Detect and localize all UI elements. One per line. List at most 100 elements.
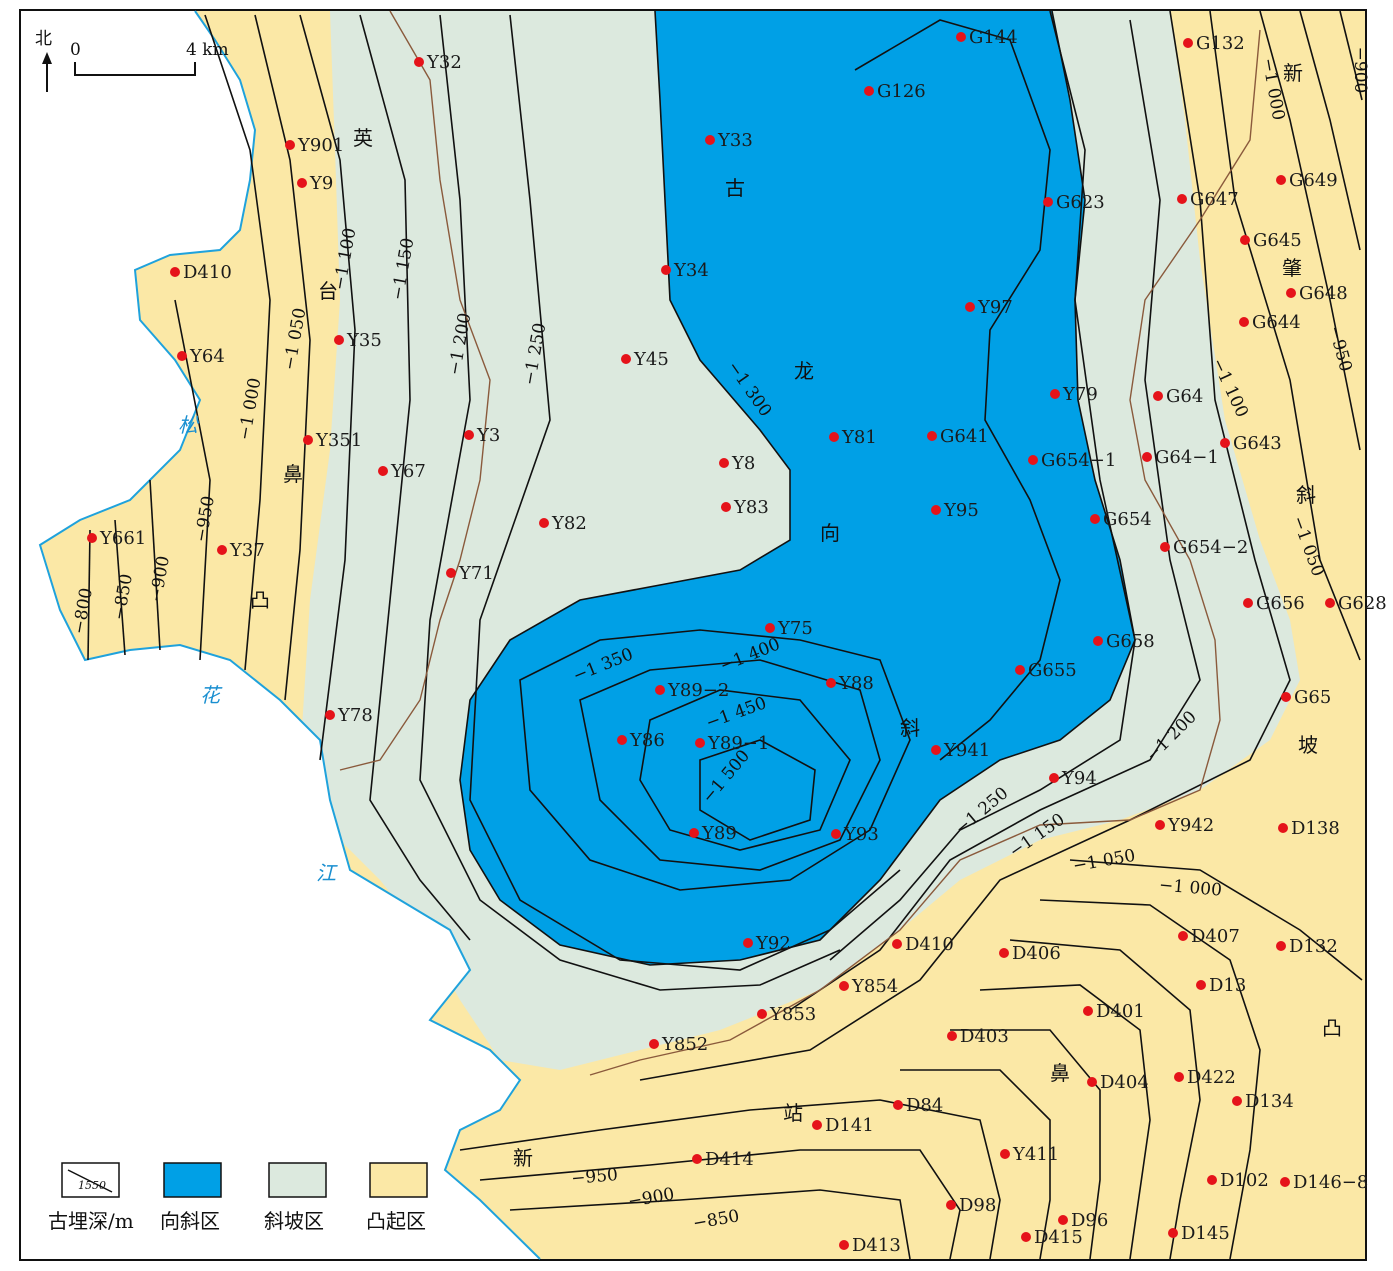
contour-label-c950b: −950 [570,1165,618,1189]
well-label: G656 [1256,593,1305,614]
well-dot [1178,931,1188,941]
well-dot [325,710,335,720]
well-marker: G658 [1093,631,1155,652]
well-marker: D404 [1087,1072,1149,1093]
well-dot [655,685,665,695]
well-marker: Y86 [617,730,665,751]
well-dot [1058,1215,1068,1225]
syncline-zone [460,11,1135,965]
well-dot [539,518,549,528]
well-dot [721,502,731,512]
well-label: G644 [1252,312,1301,333]
well-marker: Y64 [177,346,225,367]
well-marker: Y88 [826,673,874,694]
well-dot [1050,389,1060,399]
well-label: D98 [959,1195,996,1216]
region-label-xin1: 新 [1283,61,1303,85]
well-marker: G649 [1276,170,1338,191]
well-marker: G654 [1090,509,1152,530]
well-label: Y32 [426,52,462,73]
well-label: Y901 [297,135,344,156]
well-dot [689,828,699,838]
well-label: Y89−1 [707,733,769,754]
well-dot [303,435,313,445]
well-dot [1243,598,1253,608]
well-label: D410 [905,934,954,955]
well-marker: G126 [864,81,926,102]
well-label: Y37 [229,540,265,561]
well-label: Y34 [673,260,709,281]
well-dot [1142,452,1152,462]
legend-slope: 斜坡区 [264,1162,327,1233]
well-label: Y86 [629,730,665,751]
well-dot [956,32,966,42]
region-label-gu: 古 [725,176,745,200]
well-dot [1281,692,1291,702]
wells: Y32Y901Y9D410Y35Y64Y351Y67Y661Y37Y3Y71Y7… [87,27,1387,1256]
well-marker: D146−8 [1280,1172,1368,1193]
well-label: G654 [1103,509,1152,530]
well-label: Y9 [309,173,333,194]
well-dot [661,265,671,275]
well-dot [864,86,874,96]
river-bank [38,10,541,1260]
well-marker: D84 [893,1095,943,1116]
well-dot [1155,820,1165,830]
well-dot [1028,455,1038,465]
well-label: Y67 [390,461,426,482]
well-label: Y81 [841,427,877,448]
region-label-xiang: 向 [820,521,840,545]
well-marker: D145 [1168,1223,1230,1244]
well-label: G643 [1233,433,1282,454]
well-dot [931,505,941,515]
well-dot [757,1009,767,1019]
well-marker: Y852 [649,1034,708,1055]
river-label-song: 松 [178,413,200,437]
well-label: Y75 [777,618,813,639]
well-marker: Y32 [414,52,462,73]
well-label: Y92 [755,933,791,954]
well-marker: Y34 [661,260,709,281]
well-label: Y411 [1012,1144,1059,1165]
well-label: Y942 [1167,815,1214,836]
well-label: Y97 [977,297,1013,318]
well-label: D406 [1012,943,1061,964]
legend-slope-label: 斜坡区 [264,1209,324,1233]
well-dot [927,431,937,441]
well-dot [1183,38,1193,48]
well-dot [692,1154,702,1164]
well-marker: G641 [927,426,989,447]
well-marker: Y81 [829,427,877,448]
contour-label-c900c: −900 [1350,47,1370,94]
legend-syncline: 向斜区 [160,1162,222,1233]
well-marker: Y89 [689,823,737,844]
well-dot [1240,235,1250,245]
well-marker: Y942 [1155,815,1214,836]
well-marker: D422 [1174,1067,1236,1088]
well-dot [1049,773,1059,783]
well-dot [1220,438,1230,448]
well-marker: D413 [839,1235,901,1256]
well-marker: Y37 [217,540,265,561]
well-marker: Y82 [539,513,587,534]
well-label: D401 [1096,1001,1145,1022]
well-marker: D414 [692,1149,754,1170]
well-dot [170,267,180,277]
well-dot [621,354,631,364]
well-label: G623 [1056,192,1105,213]
contour-lines [87,10,1363,1260]
region-label-bi1: 鼻 [283,462,303,486]
well-marker: D410 [892,934,954,955]
well-marker: Y94 [1049,768,1097,789]
well-label: Y83 [733,497,769,518]
well-dot [812,1120,822,1130]
well-label: G126 [877,81,926,102]
well-marker: G132 [1183,33,1245,54]
well-label: D422 [1187,1067,1236,1088]
well-marker: D407 [1178,926,1240,947]
well-marker: D415 [1021,1227,1083,1248]
well-marker: Y33 [705,130,753,151]
well-dot [826,678,836,688]
well-label: G654−1 [1041,450,1116,471]
